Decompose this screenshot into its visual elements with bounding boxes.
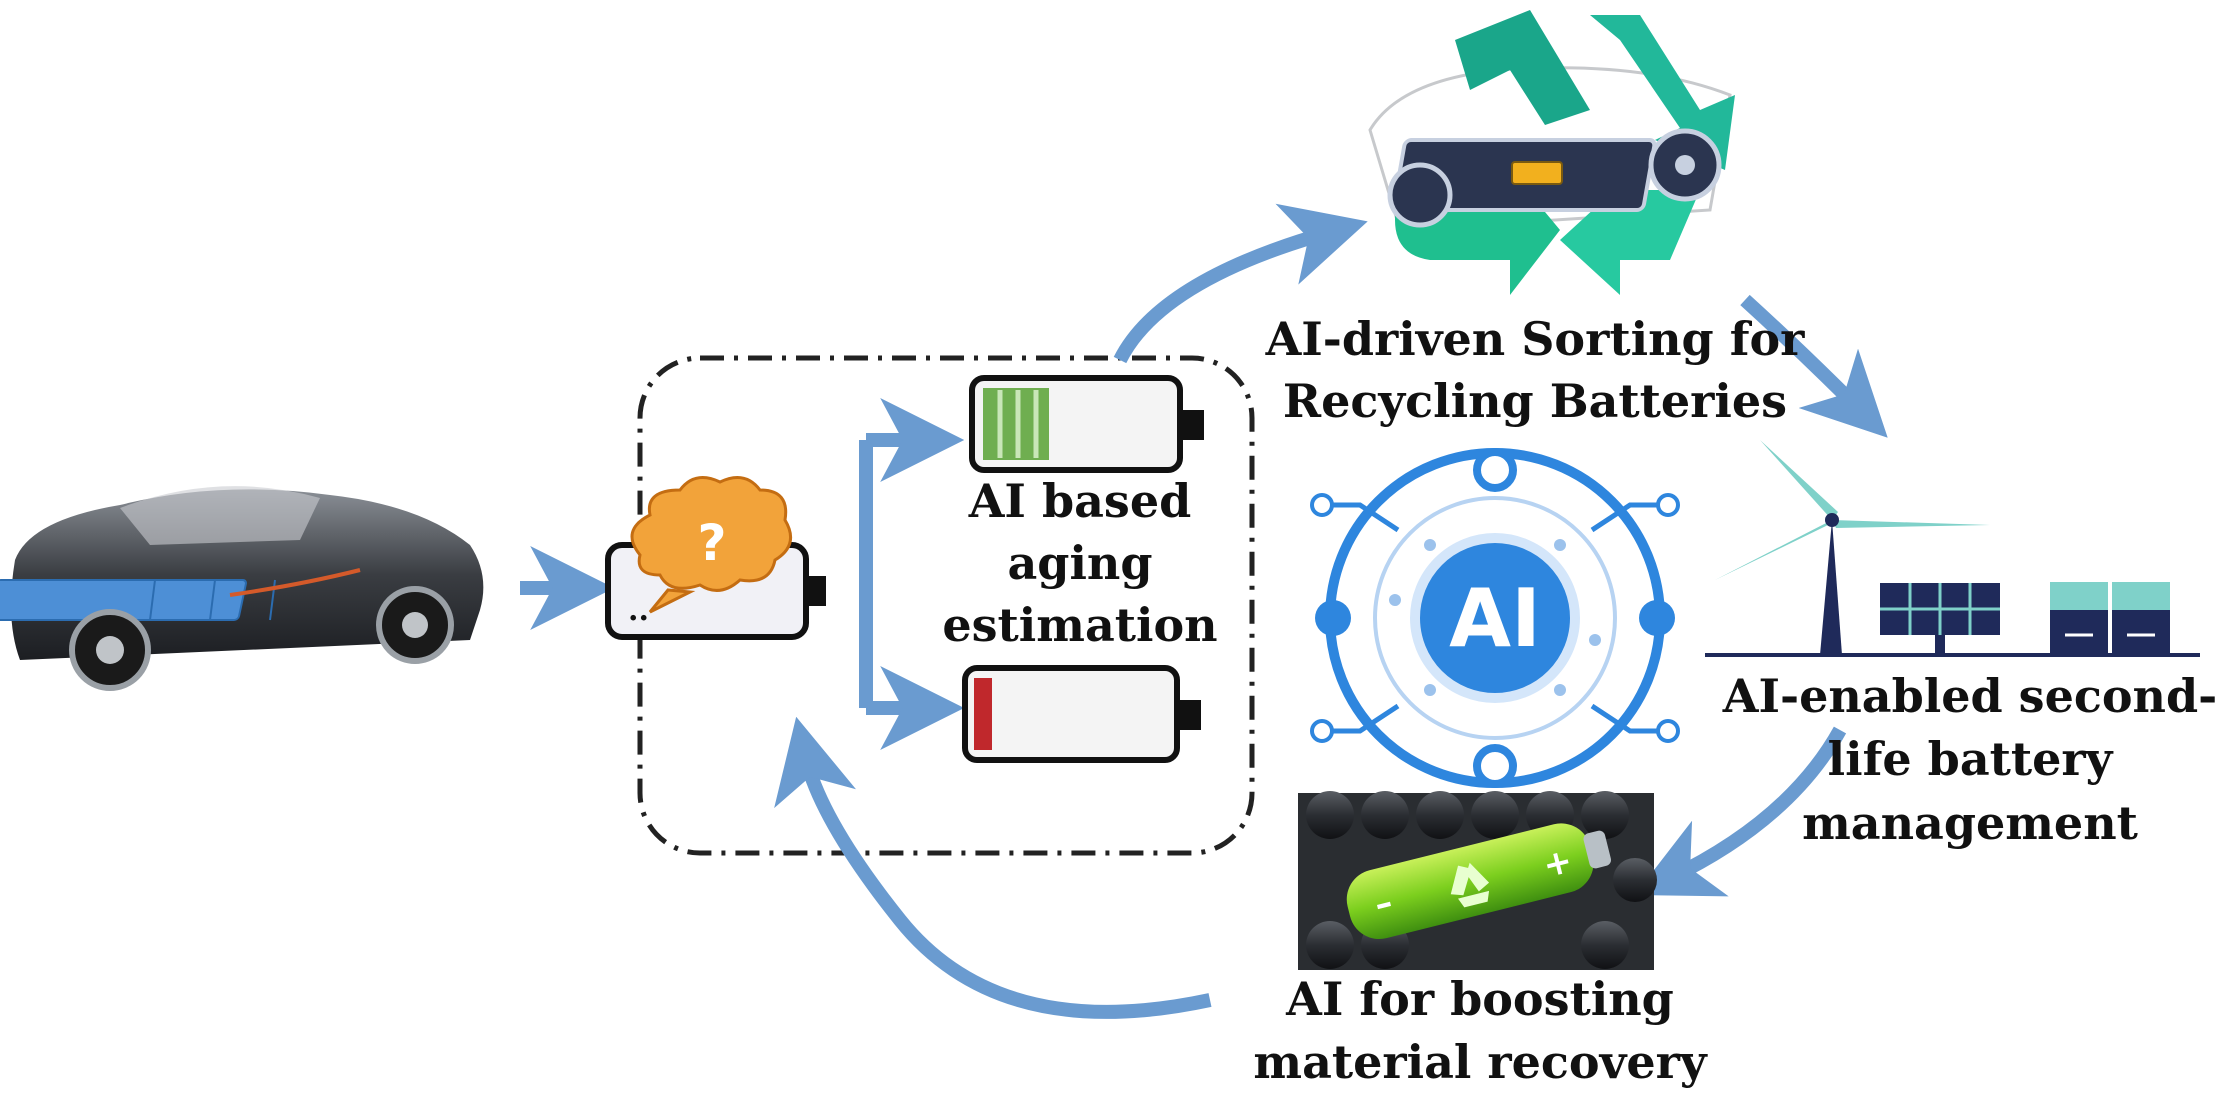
healthy-battery-icon (969, 375, 1204, 473)
background-cells (1306, 791, 1657, 969)
depleted-battery-icon (962, 665, 1201, 763)
battery-storage-icon (2050, 582, 2170, 655)
arrow-back-to-aging-box (774, 716, 1212, 1019)
wind-turbine-icon (1715, 440, 1990, 655)
label-line: AI based (968, 474, 1192, 528)
arrow-to-recycling (1113, 203, 1368, 364)
question-mark-icon: ? (697, 514, 726, 572)
second-life-energy-scene (1705, 440, 2200, 657)
label-line: material recovery (1253, 1035, 1707, 1090)
arrow-to-second-life (1740, 294, 1888, 438)
material-recovery-label: AI for boosting material recovery (1220, 968, 1740, 1095)
solar-panel-icon (1880, 583, 2000, 655)
battery-recycle-icon (1450, 862, 1490, 908)
label-line: life battery (1827, 732, 2113, 787)
label-line: aging (1007, 536, 1153, 591)
chassis-wheel-icon (1387, 162, 1453, 228)
recycling-ev-chassis-image (1368, 10, 1735, 295)
thinking-brain-icon: ? (630, 476, 793, 614)
second-life-label: AI-enabled second- life battery manageme… (1690, 665, 2225, 855)
label-line: AI-enabled second- (1722, 669, 2218, 723)
label-line: estimation (942, 598, 1218, 653)
aging-estimation-label: AI based aging estimation (930, 470, 1230, 656)
electric-car-image (0, 486, 484, 691)
recycling-sorting-label: AI-driven Sorting for Recycling Batterie… (1215, 308, 1855, 432)
green-battery-image: – + (1298, 791, 1657, 970)
svg-text:..: .. (628, 593, 649, 628)
label-line: Recycling Batteries (1282, 374, 1788, 429)
label-line: AI-driven Sorting for (1265, 312, 1805, 366)
label-line: AI for boosting (1286, 972, 1674, 1026)
ai-hub-icon: AI (1310, 448, 1680, 788)
svg-text:AI: AI (1449, 572, 1541, 665)
label-line: management (1802, 795, 2138, 850)
arrow-to-material-recovery (1634, 726, 1847, 897)
